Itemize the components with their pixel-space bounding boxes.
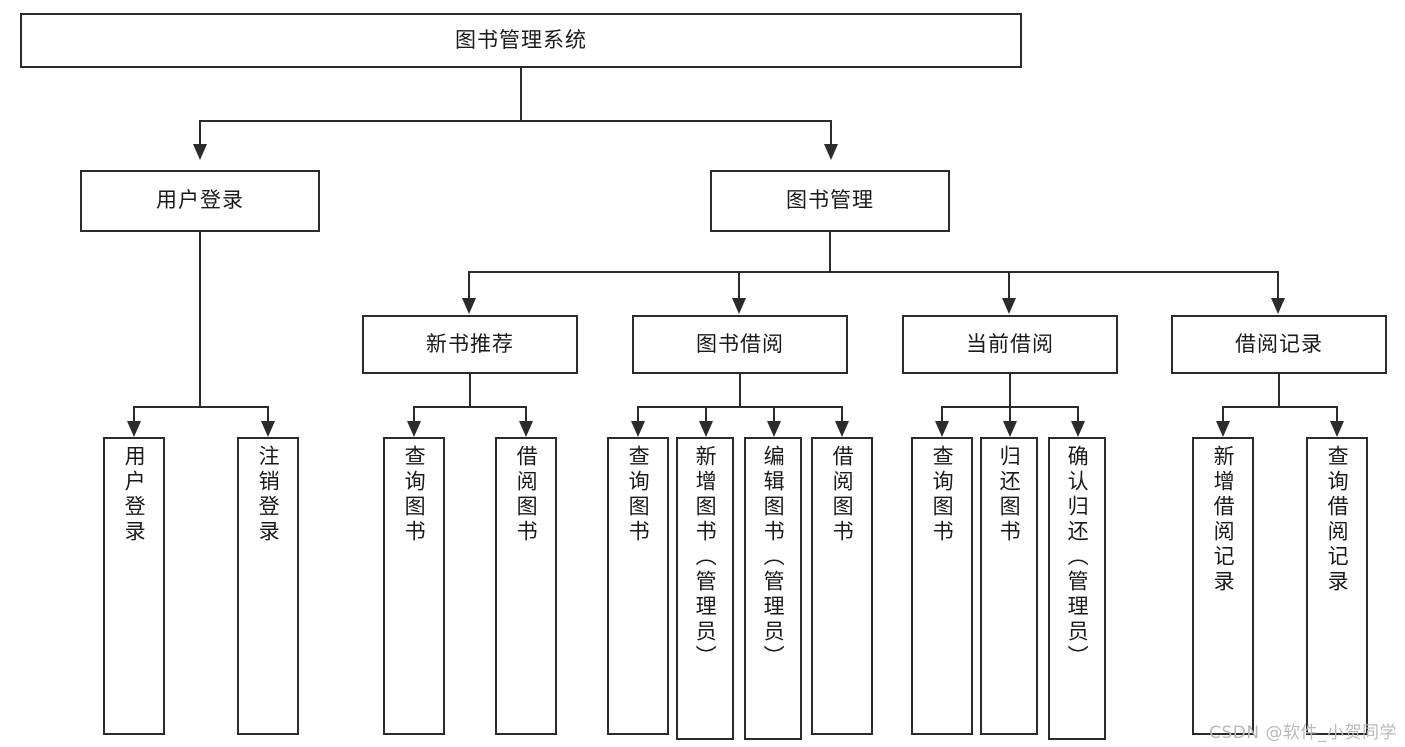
watermark-csdn: CSDN @软件_小贺同学: [1209, 723, 1397, 743]
node-label: 新增图书（管理员）: [693, 445, 718, 670]
leaf-query-book-borrow[interactable]: 查询图书: [607, 437, 669, 735]
leaf-add-book-admin[interactable]: 新增图书（管理员）: [676, 437, 734, 740]
connector-borrow-record-stem: [1278, 374, 1280, 406]
arrowhead-to-new-book-recommend: [462, 298, 476, 314]
connector-book-management-stem: [829, 232, 831, 271]
connector-new-book-drop-1: [413, 406, 415, 422]
connector-borrow-record-drop-2: [1336, 406, 1338, 422]
node-user-login[interactable]: 用户登录: [80, 170, 320, 232]
connector-level3-drop-1: [468, 271, 470, 299]
connector-book-borrow-bus: [637, 406, 842, 408]
connector-new-book-drop-2: [525, 406, 527, 422]
leaf-query-book-current[interactable]: 查询图书: [911, 437, 973, 735]
node-label: 借阅图书: [830, 445, 855, 545]
connector-current-borrow-drop-3: [1077, 406, 1079, 422]
connector-current-borrow-stem: [1009, 374, 1011, 406]
connector-level3-drop-3: [1008, 271, 1010, 299]
connector-new-book-bus: [413, 406, 527, 408]
leaf-query-borrow-record[interactable]: 查询借阅记录: [1306, 437, 1368, 735]
connector-user-login-bus: [133, 406, 267, 408]
node-label: 查询图书: [930, 445, 955, 545]
leaf-borrow-book[interactable]: 借阅图书: [811, 437, 873, 735]
arrowhead-to-current-borrow: [1002, 298, 1016, 314]
node-label: 用户登录: [156, 188, 244, 213]
connector-current-borrow-drop-2: [1009, 406, 1011, 422]
arrowhead-new-book-leaf-1: [407, 421, 421, 437]
node-label: 新增借阅记录: [1211, 445, 1236, 595]
leaf-add-borrow-record[interactable]: 新增借阅记录: [1192, 437, 1254, 735]
leaf-return-book[interactable]: 归还图书: [980, 437, 1038, 735]
connector-book-borrow-drop-2: [705, 406, 707, 422]
connector-book-borrow-drop-3: [773, 406, 775, 422]
connector-level3-drop-2: [738, 271, 740, 299]
leaf-query-book-recommend[interactable]: 查询图书: [383, 437, 445, 735]
connector-book-borrow-drop-4: [841, 406, 843, 422]
node-label: 用户登录: [122, 445, 147, 545]
arrowhead-book-borrow-leaf-3: [767, 421, 781, 437]
arrowhead-book-borrow-leaf-2: [699, 421, 713, 437]
node-label: 注销登录: [256, 445, 281, 545]
connector-book-borrow-stem: [739, 374, 741, 406]
node-root-book-management-system[interactable]: 图书管理系统: [20, 13, 1022, 68]
node-new-book-recommend[interactable]: 新书推荐: [362, 315, 578, 374]
node-label: 查询图书: [402, 445, 427, 545]
arrowhead-new-book-leaf-2: [519, 421, 533, 437]
node-label: 查询借阅记录: [1325, 445, 1350, 595]
node-label: 查询图书: [626, 445, 651, 545]
leaf-confirm-return-admin[interactable]: 确认归还（管理员）: [1048, 437, 1106, 740]
node-borrow-record[interactable]: 借阅记录: [1171, 315, 1387, 374]
arrowhead-user-login-leaf-2: [261, 421, 275, 437]
connector-root-drop-left: [199, 120, 201, 144]
connector-level3-bus: [468, 271, 1278, 273]
arrowhead-current-borrow-leaf-2: [1003, 421, 1017, 437]
connector-level3-drop-4: [1277, 271, 1279, 299]
node-book-management[interactable]: 图书管理: [710, 170, 950, 232]
leaf-user-login[interactable]: 用户登录: [103, 437, 165, 735]
arrowhead-current-borrow-leaf-1: [935, 421, 949, 437]
node-label: 新书推荐: [426, 331, 514, 356]
arrowhead-book-borrow-leaf-1: [631, 421, 645, 437]
arrowhead-book-borrow-leaf-4: [835, 421, 849, 437]
connector-book-borrow-drop-1: [637, 406, 639, 422]
node-label: 图书管理: [786, 188, 874, 213]
connector-root-bus: [199, 120, 831, 122]
arrowhead-user-login-leaf-1: [127, 421, 141, 437]
node-label: 确认归还（管理员）: [1065, 445, 1090, 670]
node-label: 图书借阅: [696, 331, 784, 356]
connector-user-login-drop-2: [267, 406, 269, 422]
leaf-edit-book-admin[interactable]: 编辑图书（管理员）: [744, 437, 802, 740]
arrowhead-to-borrow-record: [1271, 298, 1285, 314]
node-label: 归还图书: [997, 445, 1022, 545]
arrowhead-borrow-record-leaf-1: [1216, 421, 1230, 437]
node-label: 借阅图书: [514, 445, 539, 545]
arrowhead-current-borrow-leaf-3: [1071, 421, 1085, 437]
connector-borrow-record-drop-1: [1222, 406, 1224, 422]
arrowhead-to-book-borrow: [732, 298, 746, 314]
node-label: 编辑图书（管理员）: [761, 445, 786, 670]
connector-user-login-stem: [199, 232, 201, 406]
arrowhead-borrow-record-leaf-2: [1330, 421, 1344, 437]
leaf-borrow-book-recommend[interactable]: 借阅图书: [495, 437, 557, 735]
node-label: 图书管理系统: [455, 27, 587, 52]
arrowhead-to-user-login: [193, 144, 207, 160]
arrowhead-to-book-management: [824, 144, 838, 160]
connector-new-book-stem: [469, 374, 471, 406]
connector-user-login-drop-1: [133, 406, 135, 422]
connector-root-drop-right: [830, 120, 832, 144]
node-current-borrow[interactable]: 当前借阅: [902, 315, 1118, 374]
node-label: 借阅记录: [1235, 331, 1323, 356]
connector-root-stem: [520, 68, 522, 120]
leaf-logout[interactable]: 注销登录: [237, 437, 299, 735]
connector-current-borrow-drop-1: [941, 406, 943, 422]
node-book-borrow[interactable]: 图书借阅: [632, 315, 848, 374]
connector-borrow-record-bus: [1222, 406, 1338, 408]
node-label: 当前借阅: [966, 331, 1054, 356]
